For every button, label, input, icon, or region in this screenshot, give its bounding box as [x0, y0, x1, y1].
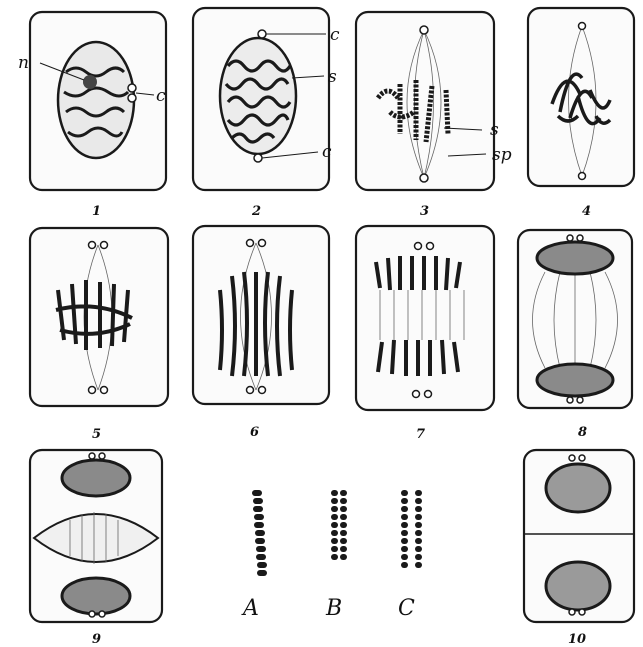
daughter-nucleus-bottom: [62, 578, 130, 614]
strand-a-beads: [252, 490, 267, 576]
strand-label-c: C: [398, 596, 415, 621]
panel-9: 9: [30, 450, 162, 647]
daughter-nucleus-top: [546, 464, 610, 512]
panel-number: 2: [251, 204, 261, 219]
strand-label-b: B: [325, 596, 342, 621]
strand-c-beads: [401, 490, 422, 568]
panel-5: 5: [30, 228, 168, 442]
label-c: c: [156, 86, 166, 106]
centrosome-bottom: [420, 174, 428, 182]
panel-8: 8: [518, 230, 632, 440]
panel-number: 10: [568, 632, 586, 647]
centrosome-top: [569, 455, 575, 461]
centrosome-bottom: [579, 609, 585, 615]
centrosome-bottom: [259, 387, 266, 394]
label-s: s: [490, 120, 499, 140]
panel-3: s sp 3: [356, 12, 512, 219]
panel-4: 4: [528, 8, 634, 219]
panel-2: c s c 2: [193, 8, 340, 219]
panel-10: 10: [524, 450, 634, 647]
centrosome-bottom: [569, 609, 575, 615]
label-n: n: [18, 53, 29, 73]
centrosome-top: [101, 242, 108, 249]
strand-c: C: [398, 490, 422, 621]
nucleus: [58, 42, 134, 158]
cell-outline: [356, 226, 494, 410]
panel-number: 7: [416, 427, 425, 442]
centrosome-top: [89, 453, 95, 459]
centrosome-bottom: [425, 391, 432, 398]
nucleolus: [83, 75, 97, 89]
daughter-nucleus-top: [62, 460, 130, 496]
panel-number: 8: [578, 425, 587, 440]
centrosome-top: [579, 455, 585, 461]
strand-a: A: [241, 490, 267, 621]
cell-outline: [356, 12, 494, 190]
panel-number: 4: [582, 204, 591, 219]
panel-number: 5: [92, 427, 101, 442]
label-c: c: [330, 25, 340, 45]
panel-number: 9: [92, 632, 101, 647]
centrosome-bottom: [247, 387, 254, 394]
centrosome-top: [567, 235, 573, 241]
centrosome-bottom: [89, 387, 96, 394]
centrosome-bottom: [101, 387, 108, 394]
centrosome-bottom: [413, 391, 420, 398]
centrosome-top: [427, 243, 434, 250]
panel-number: 6: [250, 425, 259, 440]
centrosome: [128, 94, 136, 102]
centrosome-bottom: [254, 154, 262, 162]
label-c: c: [322, 142, 332, 162]
strand-label-a: A: [241, 596, 259, 621]
panel-1: n c 1: [18, 12, 166, 219]
label-s: s: [328, 67, 337, 87]
centrosome-top: [99, 453, 105, 459]
centrosome-top: [258, 30, 266, 38]
label-sp: sp: [492, 145, 512, 165]
strand-b: B: [325, 490, 347, 621]
centrosome-top: [577, 235, 583, 241]
centrosome-bottom: [579, 173, 586, 180]
panel-number: 1: [92, 204, 101, 219]
centrosome: [128, 84, 136, 92]
centrosome-top: [89, 242, 96, 249]
centrosome-bottom: [577, 397, 583, 403]
panel-6: 6: [193, 226, 329, 440]
centrosome-bottom: [89, 611, 95, 617]
centrosome-top: [579, 23, 586, 30]
centrosome-bottom: [99, 611, 105, 617]
centrosome-top: [420, 26, 428, 34]
daughter-nucleus-bottom: [546, 562, 610, 610]
daughter-chromatin-bottom: [537, 364, 613, 396]
daughter-chromatin-top: [537, 242, 613, 274]
panel-number: 3: [420, 204, 429, 219]
centrosome-bottom: [567, 397, 573, 403]
centrosome-top: [259, 240, 266, 247]
centrosome-top: [247, 240, 254, 247]
strand-b-beads: [331, 490, 347, 560]
cell-outline: [528, 8, 634, 186]
panel-7: 7: [356, 226, 494, 442]
centrosome-top: [415, 243, 422, 250]
